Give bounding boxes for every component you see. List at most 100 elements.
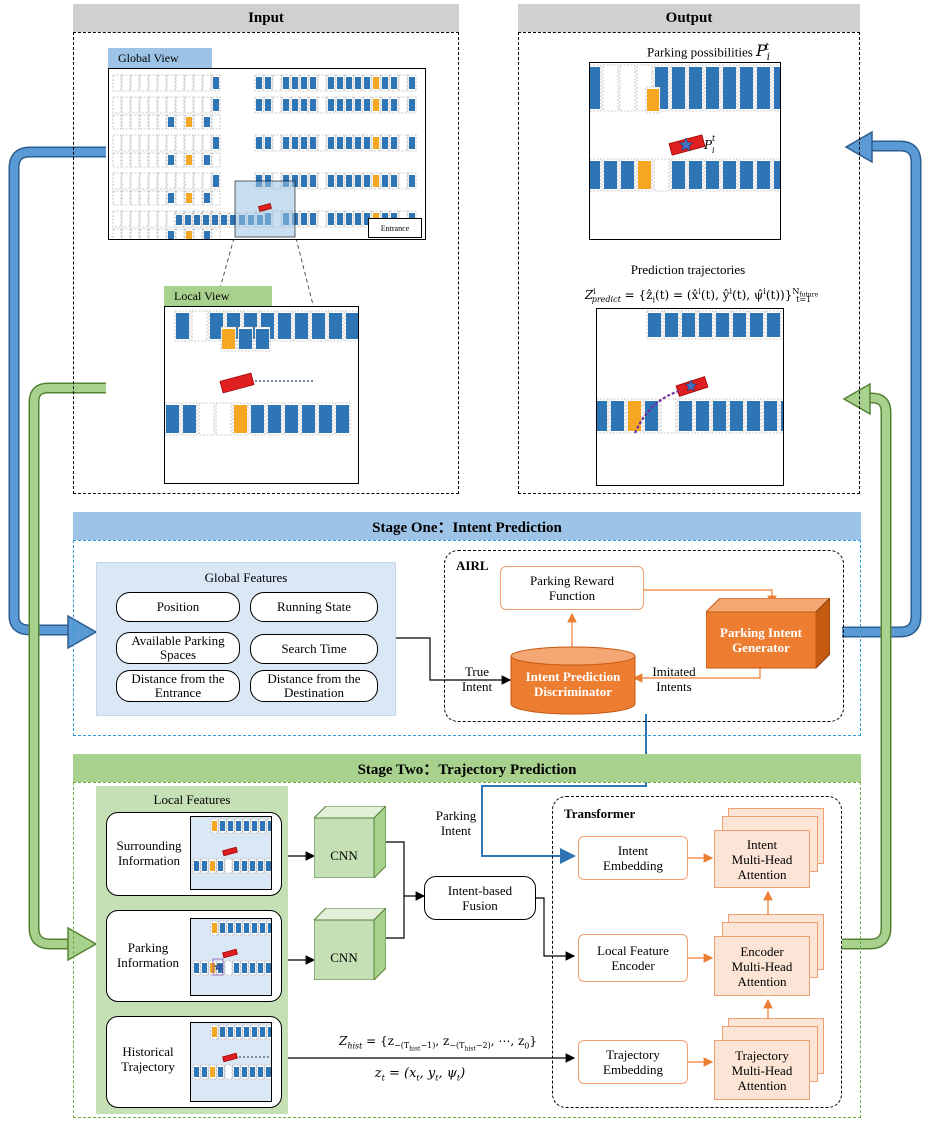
thumb2-top-car (236, 923, 241, 933)
global-row-slot (148, 172, 158, 190)
global-row-slot (184, 172, 194, 190)
global-row-car (230, 215, 236, 225)
trajectory-embedding-box: Trajectory Embedding (578, 1040, 688, 1084)
global-row-slot (157, 228, 167, 239)
out2-bottom-car (628, 401, 641, 431)
entrance-legend-label: Entrance (380, 223, 410, 233)
thumb3-bottom-car (218, 1067, 223, 1077)
out1-top-car (590, 67, 600, 109)
global-row-car (364, 99, 370, 111)
global-row-slot (112, 190, 122, 206)
local-bottom-car (234, 405, 247, 433)
thumb1-bottom-slot (224, 858, 233, 874)
thumb3-top-car (220, 1027, 225, 1037)
out1-p-sub: i (712, 146, 715, 155)
local-top-car (278, 313, 291, 339)
global-row-slot (139, 190, 149, 206)
global-row-car (337, 99, 343, 111)
global-row-car (310, 213, 316, 225)
out1-top-car (672, 67, 685, 109)
out2-top-car (750, 313, 763, 337)
out1-top-slot (619, 64, 636, 112)
out2-bottom-car (747, 401, 760, 431)
global-row-car (212, 215, 218, 225)
out2-bottom-car (713, 401, 726, 431)
global-row-car (364, 137, 370, 149)
out1-bottom-car (723, 161, 736, 189)
global-row-slot (112, 152, 122, 168)
feature-running-state: Running State (250, 592, 378, 622)
global-row-car (176, 215, 182, 225)
global-row-slot (112, 228, 122, 239)
global-row-slot (157, 114, 167, 130)
global-row-car (409, 137, 415, 149)
global-row-car (364, 213, 370, 225)
thumb1-top-car (260, 821, 265, 831)
p-symbol: Pit (756, 41, 770, 64)
global-row-slot (202, 172, 212, 190)
global-row-slot (193, 134, 203, 152)
global-row-slot (148, 114, 158, 130)
local-mid-car (222, 329, 235, 349)
global-row-car (292, 99, 298, 111)
cnn-cube-1 (314, 806, 386, 878)
global-row-car (265, 77, 271, 89)
global-row-slot (157, 96, 167, 114)
thumb3-bottom-car (194, 1067, 199, 1077)
parking-information-thumb (190, 918, 272, 996)
global-row-car (346, 99, 352, 111)
global-row-slot (112, 114, 122, 130)
thumb1-top-car (236, 821, 241, 831)
global-row-car (310, 137, 316, 149)
global-row-car (204, 117, 210, 127)
global-row-slot (211, 190, 221, 206)
global-row-car (292, 137, 298, 149)
thumb2-bottom-car (210, 963, 215, 973)
out2-top-car (733, 313, 746, 337)
global-row-slot (175, 134, 185, 152)
out1-top-slot (602, 64, 619, 112)
thumb3-top-car (244, 1027, 249, 1037)
global-row-slot (166, 172, 176, 190)
local-top-car (329, 313, 342, 339)
thumb3-bottom-car (250, 1067, 255, 1077)
stage-one-panel (73, 540, 861, 736)
local-top-slot (191, 310, 208, 342)
global-row-car (292, 77, 298, 89)
global-row-slot (211, 228, 221, 239)
global-row-slot (193, 152, 203, 168)
global-row-slot (398, 74, 408, 92)
input-header: Input (73, 4, 459, 32)
global-row-car (203, 215, 209, 225)
global-row-slot (272, 74, 282, 92)
out1-bottom-car (638, 161, 651, 189)
global-row-car (382, 175, 388, 187)
global-row-slot (148, 190, 158, 206)
cnn-cube-2 (314, 908, 386, 980)
global-row-car (301, 175, 307, 187)
thumb2-top-car (228, 923, 233, 933)
global-row-car (382, 137, 388, 149)
out1-bottom-car (740, 161, 753, 189)
z-t-formula: zt = (xt, yt, ψt) (374, 1066, 466, 1083)
thumb3-bottom-car (258, 1067, 263, 1077)
global-view-tag: Global View (108, 48, 212, 68)
blue-arrowhead-left (67, 614, 98, 650)
output-panel (518, 32, 860, 494)
feature-distance-destination: Distance from the Destination (250, 670, 378, 702)
thumb1-top-car (244, 821, 249, 831)
global-row-slot (272, 96, 282, 114)
parking-intent-label: Parking Intent (435, 808, 477, 838)
global-row-slot (148, 96, 158, 114)
global-row-slot (175, 152, 185, 168)
out2-top-car (767, 313, 780, 337)
global-row-car (346, 213, 352, 225)
global-row-car (328, 137, 334, 149)
global-row-slot (317, 134, 327, 152)
global-row-car (186, 231, 192, 239)
global-row-slot (121, 74, 131, 92)
out2-bottom-slot (660, 398, 677, 434)
global-row-slot (130, 134, 140, 152)
